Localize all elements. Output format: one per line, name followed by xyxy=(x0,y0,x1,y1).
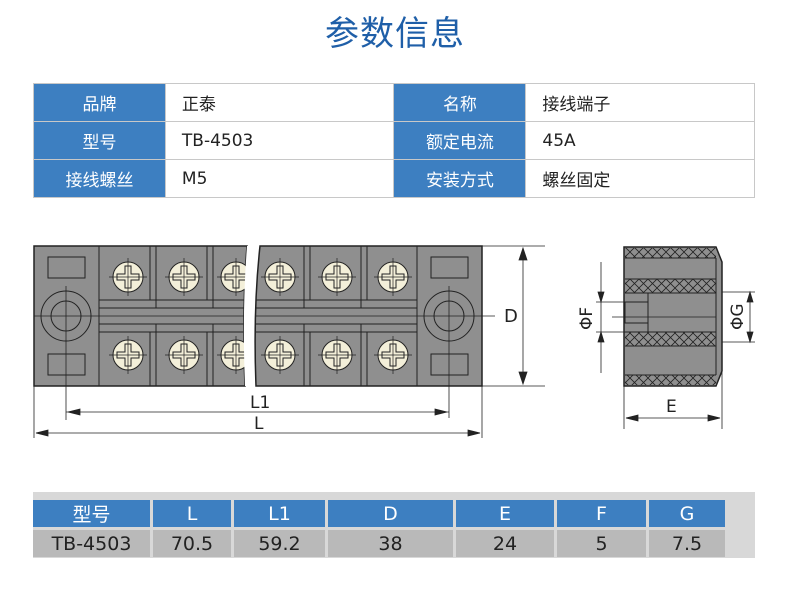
label-phi-F: ΦF xyxy=(577,307,597,330)
spec-value: 螺丝固定 xyxy=(525,159,755,198)
spec-key: 品牌 xyxy=(33,83,166,122)
spec-value: 45A xyxy=(525,121,755,160)
spec-key: 型号 xyxy=(33,121,166,160)
data-cell: TB-4503 xyxy=(33,527,150,557)
label-L1: L1 xyxy=(250,393,270,413)
side-view xyxy=(612,246,723,387)
spec-table: 品牌 正泰 名称 接线端子 型号 TB-4503 额定电流 45A 接线螺丝 M… xyxy=(33,83,755,198)
dimensions-header-row: 型号 L L1 D E F G xyxy=(33,500,725,527)
header-cell: L1 xyxy=(234,500,325,527)
spec-key: 额定电流 xyxy=(393,121,527,160)
data-cell: 59.2 xyxy=(234,527,325,557)
data-cell: 5 xyxy=(557,527,646,557)
header-cell: L xyxy=(153,500,231,527)
header-cell: 型号 xyxy=(33,500,150,527)
data-cell: 38 xyxy=(328,527,453,557)
dimensions-data-row: TB-4503 70.5 59.2 38 24 5 7.5 xyxy=(33,527,725,557)
spec-row: 接线螺丝 M5 安装方式 螺丝固定 xyxy=(33,159,755,198)
label-E: E xyxy=(666,397,677,417)
data-cell: 24 xyxy=(456,527,554,557)
spec-row: 品牌 正泰 名称 接线端子 xyxy=(33,83,755,122)
spec-value: 接线端子 xyxy=(525,83,755,122)
data-cell: 70.5 xyxy=(153,527,231,557)
terminal-block-drawing: L1 L D ΦF ΦG E xyxy=(33,245,755,438)
terminal-block-left xyxy=(33,245,256,420)
spec-value: 正泰 xyxy=(164,83,395,122)
data-cell: 7.5 xyxy=(649,527,725,557)
spec-key: 名称 xyxy=(393,83,527,122)
dimensions-table: 型号 L L1 D E F G TB-4503 70.5 59.2 38 24 … xyxy=(33,492,755,558)
header-cell: F xyxy=(557,500,646,527)
side-dimension-lines xyxy=(596,262,755,429)
label-L: L xyxy=(254,414,264,434)
header-cell: E xyxy=(456,500,554,527)
label-phi-G: ΦG xyxy=(728,303,748,330)
spec-value: TB-4503 xyxy=(164,121,395,160)
spec-row: 型号 TB-4503 额定电流 45A xyxy=(33,121,755,160)
dimension-lines xyxy=(33,245,545,438)
terminal-block-right xyxy=(254,245,495,418)
page-title: 参数信息 xyxy=(325,14,465,54)
header-cell: G xyxy=(649,500,725,527)
spec-key: 接线螺丝 xyxy=(33,159,166,198)
label-D: D xyxy=(504,306,518,327)
header-cell: D xyxy=(328,500,453,527)
spec-value: M5 xyxy=(164,159,395,198)
spec-key: 安装方式 xyxy=(393,159,527,198)
